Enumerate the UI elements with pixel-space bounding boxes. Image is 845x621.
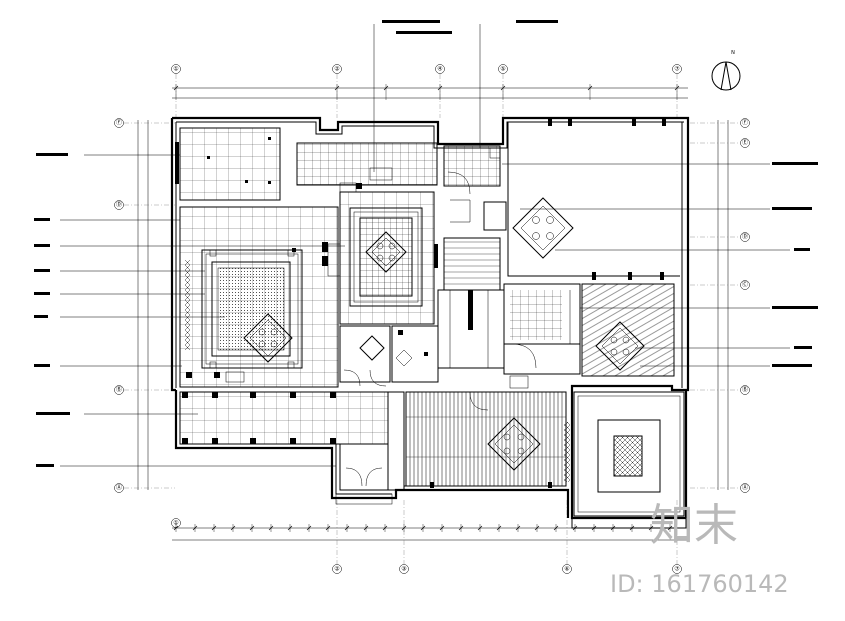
south-terrace (179, 391, 405, 505)
top-dimension-lines (172, 84, 688, 100)
axis-bubbles-bottom: ② ③ ⑥ ⑦ ① (171, 518, 682, 574)
axis-bubbles-right: Ⓕ Ⓔ Ⓓ Ⓒ Ⓑ Ⓐ (740, 118, 750, 493)
svg-text:Ⓐ: Ⓐ (116, 484, 122, 492)
living-room-fixtures (185, 242, 328, 383)
annotation-label-marks (34, 20, 818, 467)
svg-text:①: ① (173, 520, 178, 527)
annotation-leaders (60, 24, 790, 467)
svg-text:④: ④ (437, 66, 442, 73)
nw-room-tiles (175, 127, 281, 201)
compass-north-arrow: N (711, 50, 741, 91)
axis-bubbles-top: ① ② ④ ⑤ ⑦ (171, 64, 682, 74)
north-kitchen-tiles (296, 142, 501, 193)
bottom-dimension-lines (172, 524, 688, 541)
svg-text:Ⓔ: Ⓔ (742, 139, 748, 147)
svg-text:N: N (731, 50, 735, 56)
living-room-ceiling-medallion (243, 313, 293, 363)
right-dimension-lines (717, 120, 729, 490)
grid-axis-lines (124, 74, 740, 564)
east-bedroom (503, 283, 675, 389)
svg-text:⑥: ⑥ (564, 566, 569, 573)
svg-text:知末: 知末 (650, 500, 738, 551)
axis-bubbles-left: Ⓕ Ⓓ Ⓑ Ⓐ (114, 118, 124, 493)
svg-text:Ⓕ: Ⓕ (742, 119, 748, 127)
svg-text:Ⓑ: Ⓑ (742, 386, 748, 394)
svg-text:⑦: ⑦ (674, 66, 680, 73)
south-bedroom (405, 391, 567, 488)
stairwell (434, 237, 505, 369)
watermark-id: ID: 161760142 (610, 570, 789, 598)
left-dimension-lines (137, 120, 149, 490)
svg-text:Ⓒ: Ⓒ (742, 281, 748, 289)
svg-text:①: ① (173, 66, 178, 73)
svg-text:Ⓓ: Ⓓ (116, 201, 122, 209)
ne-room (447, 118, 680, 280)
svg-text:②: ② (334, 566, 340, 573)
svg-text:⑦: ⑦ (674, 566, 680, 573)
svg-text:Ⓐ: Ⓐ (742, 484, 748, 492)
living-room-carpet (201, 249, 303, 369)
se-pavilion (564, 391, 687, 529)
svg-text:Ⓑ: Ⓑ (116, 386, 122, 394)
svg-text:②: ② (334, 66, 340, 73)
svg-text:ID: 161760142: ID: 161760142 (610, 570, 789, 598)
svg-text:Ⓓ: Ⓓ (742, 233, 748, 241)
svg-text:Ⓕ: Ⓕ (116, 119, 122, 127)
svg-text:⑤: ⑤ (500, 66, 505, 73)
svg-text:③: ③ (401, 566, 406, 573)
watermark-logo: 知末 (650, 500, 738, 551)
central-hall (327, 191, 435, 325)
center-small-rooms (339, 325, 439, 387)
